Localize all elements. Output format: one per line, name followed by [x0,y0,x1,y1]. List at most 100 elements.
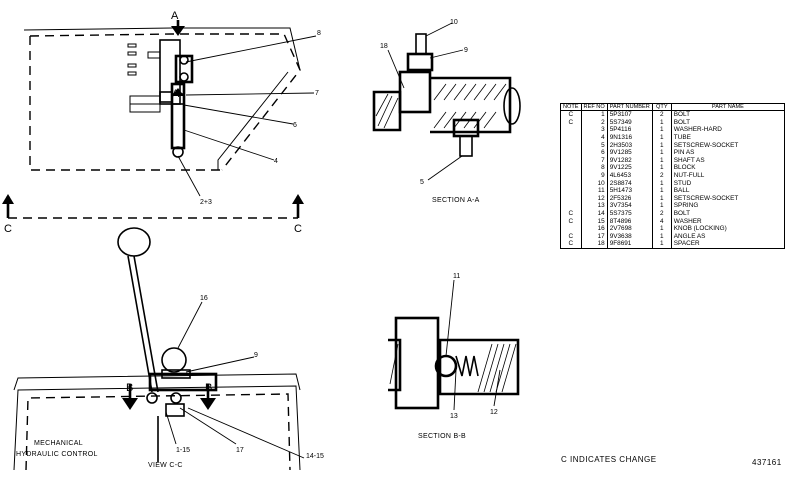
cell-part: 9V1225 [606,164,653,172]
cell-name: SHAFT AS [670,156,786,165]
cell-note [560,133,582,142]
cell-name: WASHER-HARD [670,126,786,134]
cell-note [560,149,582,157]
callout-7: 7 [315,90,319,97]
callout-4: 4 [274,158,278,165]
cell-note: C [560,232,582,241]
cell-note [560,171,582,180]
cell-part: 8T4896 [606,217,653,226]
callout-6: 6 [293,122,297,129]
cell-name: ANGLE AS [670,232,786,241]
cell-qty: 1 [651,240,672,249]
cell-part: 5S7349 [606,118,653,127]
cell-qty: 1 [651,164,672,172]
cell-part: 3V7354 [606,202,653,210]
section-arrow-b-left [122,398,138,410]
cell-qty: 1 [651,194,672,203]
stud [415,33,427,55]
col-part-number: PART NUMBER [606,102,653,112]
section-mark-b-right: B [205,382,212,394]
cell-part: 2S8874 [606,179,653,188]
cell-name: SETSCREW-SOCKET [670,141,786,150]
cell-ref: 8 [580,164,608,172]
block-plate [159,39,181,105]
cell-part: 9F8691 [606,240,653,249]
section-aa-drawing: 10 9 18 5 SECTION A-A [372,19,521,204]
col-qty: QTY [651,102,672,112]
cell-part: 5H1473 [606,187,653,195]
cell-qty: 1 [651,202,672,210]
cell-ref: 11 [580,187,608,195]
cell-note: C [560,118,582,127]
callout-16: 16 [200,295,208,302]
cell-qty: 2 [651,110,672,119]
callout-2-3: 2+3 [200,199,212,206]
cell-part: 9N1316 [606,133,653,142]
section-mark-a-top: A [171,10,179,22]
cell-qty: 1 [651,156,672,165]
callout-9-mid: 9 [254,352,258,359]
figure-number: 437161 [752,458,782,467]
col-note: NOTE [560,102,582,112]
cell-qty: 4 [651,217,672,226]
view-mark-c-right: C [294,223,302,235]
cell-note [560,164,582,172]
cell-name: SETSCREW-SOCKET [670,194,786,203]
cell-qty: 2 [651,171,672,180]
cell-qty: 1 [651,232,672,241]
cell-note [560,202,582,210]
block-body [174,54,194,84]
cell-ref: 16 [580,225,608,233]
cell-ref: 4 [580,133,608,142]
cell-note [560,126,582,134]
cell-part: 9V1285 [606,149,653,157]
callout-1-15: 1-15 [176,447,190,454]
cell-name: WASHER [670,217,786,226]
cell-name: KNOB (LOCKING) [670,225,786,233]
col-ref-no: REF NO [580,102,608,112]
cell-ref: 6 [580,149,608,157]
cell-name: BALL [670,187,786,195]
cell-ref: 15 [580,217,608,226]
cell-qty: 1 [651,141,672,150]
cell-part: 9V3638 [606,232,653,241]
cell-name: NUT-FULL [670,171,786,180]
cell-part: 5S7375 [606,209,653,218]
cell-name: BLOCK [670,164,786,172]
cell-note [560,179,582,188]
cell-note [560,156,582,165]
cell-note [560,187,582,195]
cell-qty: 1 [651,126,672,134]
setscrew [459,135,473,157]
cell-name: SPRING [670,202,786,210]
callout-18: 18 [380,43,388,50]
locking-knob [161,347,187,373]
spring [455,355,479,377]
cell-ref: 3 [580,126,608,134]
section-mark-a-inner: A [172,88,180,100]
cell-qty: 1 [651,133,672,142]
cell-name: STUD [670,179,786,188]
callout-17: 17 [236,447,244,454]
callout-5: 5 [420,179,424,186]
view-cc-caption: VIEW C-C [148,462,183,469]
callout-12: 12 [490,409,498,416]
section-arrow-top [171,26,185,36]
view-mark-c-left: C [4,223,12,235]
cell-part: 2H3503 [606,141,653,150]
